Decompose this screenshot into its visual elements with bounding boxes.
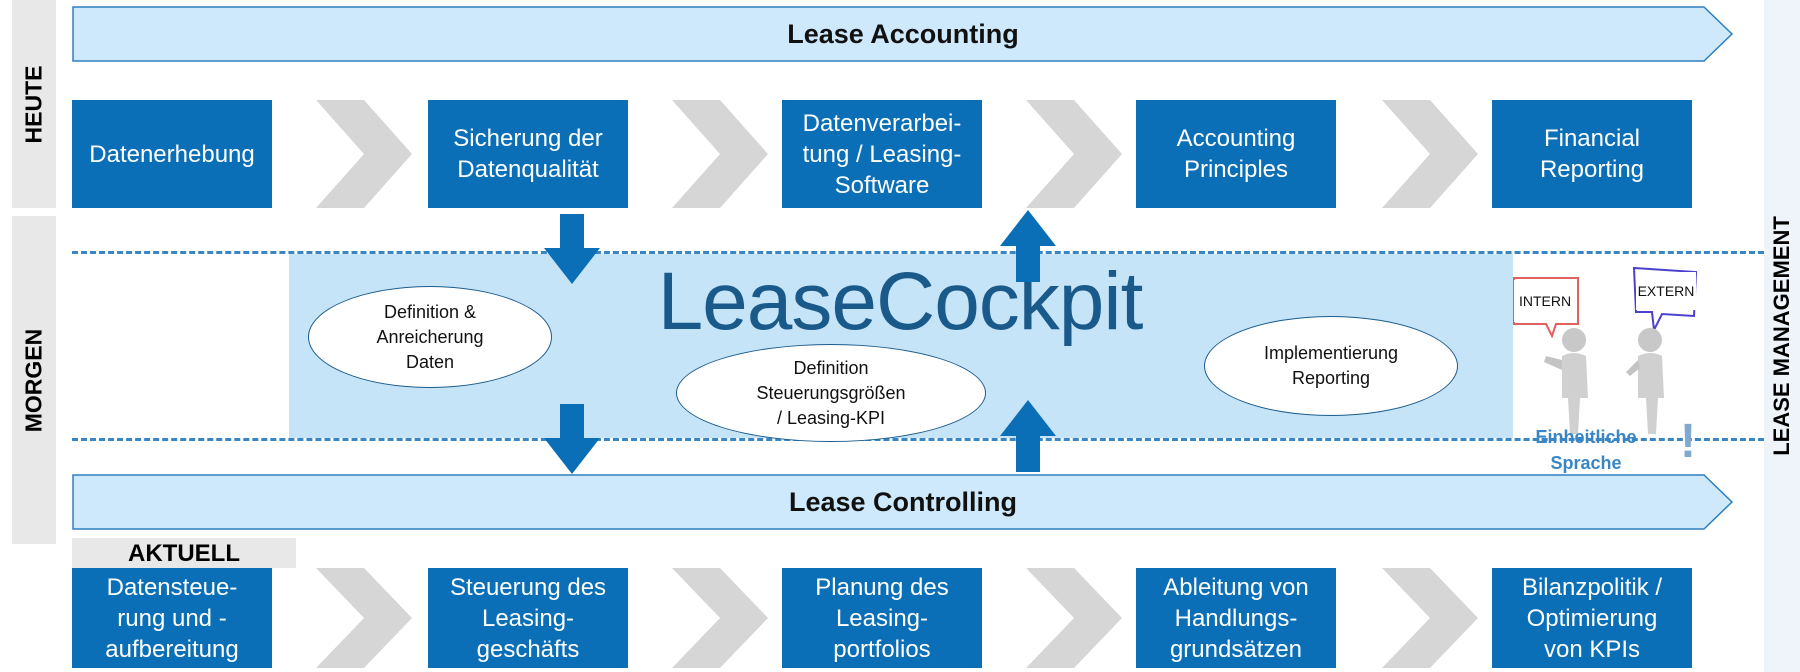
- lease-controlling-banner: Lease Controlling: [72, 474, 1734, 530]
- chevron-icon: [1026, 100, 1122, 208]
- lower-dashed-line: [72, 438, 1764, 441]
- morgen-label-text: MORGEN: [20, 328, 47, 432]
- lease-management-band: LEASE MANAGEMENT: [1764, 0, 1800, 672]
- upper-dashed-line: [72, 251, 1764, 254]
- lease-cockpit-title: LeaseCockpit: [657, 256, 1144, 347]
- ellipse-implementierung-reporting: Implementierung Reporting: [1204, 316, 1458, 416]
- lease-management-label: LEASE MANAGEMENT: [1769, 216, 1794, 456]
- heute-label: HEUTE: [12, 0, 56, 208]
- aktuell-label: AKTUELL: [72, 538, 296, 568]
- bottom-box-bilanzpolitik: Bilanzpolitik / Optimierung von KPIs: [1492, 568, 1692, 668]
- top-box-financial-reporting: Financial Reporting: [1492, 100, 1692, 208]
- chevron-icon: [1382, 568, 1478, 668]
- person-figure-icon: [1626, 328, 1664, 434]
- ellipse-definition-daten: Definition & Anreicherung Daten: [308, 286, 552, 388]
- top-box-accounting-principles: Accounting Principles: [1136, 100, 1336, 208]
- lease-accounting-title: Lease Accounting: [787, 18, 1019, 49]
- bottom-box-planung-leasingportfolio: Planung des Leasing- portfolios: [782, 568, 982, 668]
- top-box-datenqualitaet: Sicherung der Datenqualität: [428, 100, 628, 208]
- chevron-icon: [1382, 100, 1478, 208]
- bottom-box-steuerung-leasinggeschaeft: Steuerung des Leasing- geschäfts: [428, 568, 628, 668]
- ellipse-steuerungsgroessen: Definition Steuerungsgrößen / Leasing-KP…: [676, 344, 986, 442]
- exclamation-mark: !: [1680, 415, 1696, 468]
- top-box-datenerhebung: Datenerhebung: [72, 100, 272, 208]
- down-arrow-icon: [544, 214, 600, 284]
- lease-controlling-title: Lease Controlling: [788, 486, 1018, 517]
- chevron-icon: [672, 100, 768, 208]
- intern-bubble-label: INTERN: [1514, 280, 1576, 322]
- chevron-icon: [672, 568, 768, 668]
- chevron-icon: [1026, 568, 1122, 668]
- morgen-label: MORGEN: [12, 216, 56, 544]
- chevron-icon: [316, 568, 412, 668]
- einheitliche-sprache-label: Einheitliche Sprache: [1535, 427, 1637, 473]
- extern-bubble-label: EXTERN: [1636, 272, 1696, 310]
- chevron-icon: [316, 100, 412, 208]
- heute-label-text: HEUTE: [20, 65, 47, 143]
- lease-accounting-banner: Lease Accounting: [72, 6, 1734, 62]
- up-arrow-icon: [1000, 400, 1056, 472]
- lease-accounting-arrow-shape: [72, 6, 1734, 62]
- up-arrow-icon: [1000, 210, 1056, 282]
- lease-controlling-arrow-shape: [72, 474, 1734, 530]
- person-figure-icon: [1544, 328, 1588, 434]
- bottom-box-datensteuerung: Datensteue- rung und - aufbereitung: [72, 568, 272, 668]
- down-arrow-icon: [544, 404, 600, 474]
- top-box-datenverarbeitung: Datenverarbei- tung / Leasing- Software: [782, 100, 982, 208]
- bottom-box-ableitung-handlungsgrundsaetze: Ableitung von Handlungs- grundsätzen: [1136, 568, 1336, 668]
